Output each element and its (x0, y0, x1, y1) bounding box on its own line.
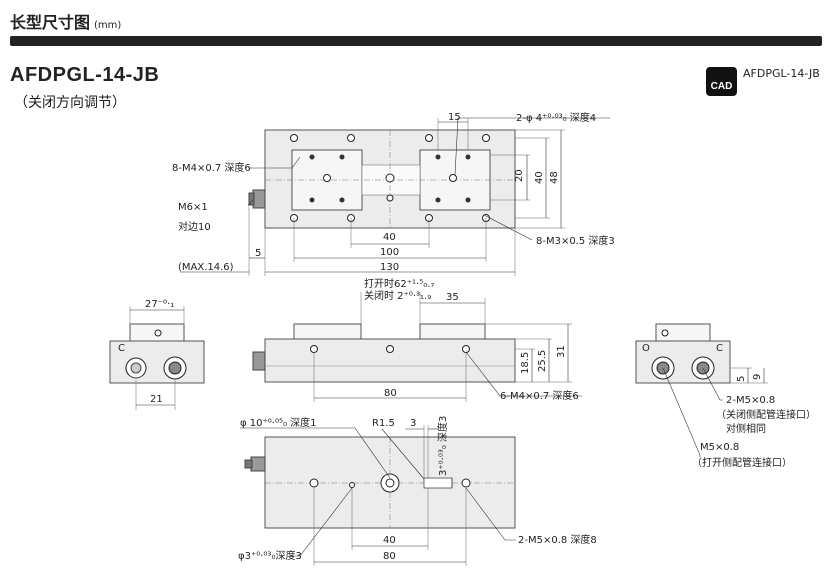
dim-20: 20 (514, 169, 525, 182)
close-stroke-label: 关闭时 2⁺⁰·³₁.₉ (364, 289, 431, 302)
top-holes-m3-label: 8-M3×0.5 深度3 (536, 234, 615, 247)
bottom-dim-40: 40 (383, 535, 396, 546)
side-dim-80: 80 (384, 388, 397, 399)
unit-label: (mm) (94, 20, 122, 31)
dim-35: 35 (446, 292, 459, 303)
port-c-label: C (716, 343, 723, 354)
dim-130: 130 (380, 262, 399, 273)
dim-48: 48 (549, 171, 560, 184)
dim-5: 5 (255, 248, 261, 259)
port-o-label: O (642, 343, 650, 354)
dim-25-5: 25.5 (537, 350, 548, 372)
dim-40v: 40 (534, 171, 545, 184)
hex-label: 对边10 (178, 220, 211, 233)
section-title: 长型尺寸图(mm) (10, 13, 122, 32)
model-name: AFDPGL-14-JB (10, 64, 160, 86)
dim-100: 100 (380, 247, 399, 258)
r15-label: R1.5 (372, 418, 395, 429)
top-view: 8-M4×0.7 深度6 2-φ 4⁺⁰·⁰³₀ 深度4 M6×1 对边10 (… (172, 111, 615, 276)
side-view: 打开时62⁺¹·⁵₀.₇ 关闭时 2⁺⁰·³₁.₉ 35 80 18.5 25.… (252, 277, 582, 402)
left-port-label: C (118, 343, 125, 354)
dim-40: 40 (383, 232, 396, 243)
cad-label[interactable]: AFDPGL-14-JB (743, 67, 820, 80)
bottom-m5-label: 2-M5×0.8 深度8 (518, 533, 597, 546)
max-label: (MAX.14.6) (178, 262, 234, 273)
dim-9-right: 9 (752, 374, 763, 380)
open-stroke-label: 打开时62⁺¹·⁵₀.₇ (364, 277, 434, 290)
dim-21: 21 (150, 394, 163, 405)
dim-5-right: 5 (736, 376, 747, 382)
left-end-view: 27⁻⁰·₁ 21 C (109, 299, 205, 410)
m5-close-note: （关闭侧配管连接口） (716, 408, 816, 421)
title-bar (10, 36, 822, 46)
d3-label: 3 (410, 418, 416, 429)
side-holes-label: 6-M4×0.7 深度6 (500, 389, 579, 402)
dim-18-5: 18.5 (520, 352, 531, 374)
dim-27: 27⁻⁰·₁ (145, 299, 174, 310)
model-subtitle: （关闭方向调节） (14, 95, 126, 111)
bottom-dim-80: 80 (383, 551, 396, 562)
dim-31: 31 (556, 345, 567, 358)
top-holes-m4-label: 8-M4×0.7 深度6 (172, 161, 251, 174)
m5-close-label: 2-M5×0.8 (726, 395, 775, 406)
m5-open-label: M5×0.8 (700, 442, 739, 453)
m5-open-note: （打开侧配管连接口） (692, 456, 792, 469)
pin-holes-label: 2-φ 4⁺⁰·⁰³₀ 深度4 (516, 111, 596, 124)
bottom-view: φ 10⁺⁰·⁰⁵₀ 深度1 R1.5 3 3⁺⁰·⁰³₀ 深度3 φ3⁺⁰·⁰… (238, 416, 597, 566)
cad-icon[interactable]: CAD (706, 67, 737, 96)
pin3-label: φ3⁺⁰·⁰³₀深度3 (238, 549, 302, 562)
slot-label: 3⁺⁰·⁰³₀ 深度3 (436, 416, 449, 476)
m6-label: M6×1 (178, 202, 208, 213)
right-end-view: O C 5 9 2-M5×0.8 （关闭侧配管连接口） 对侧相同 M5×0.8 … (635, 323, 816, 469)
opposite-note: 对侧相同 (726, 422, 766, 435)
dim-15: 15 (448, 112, 461, 123)
pin10-label: φ 10⁺⁰·⁰⁵₀ 深度1 (240, 416, 317, 429)
